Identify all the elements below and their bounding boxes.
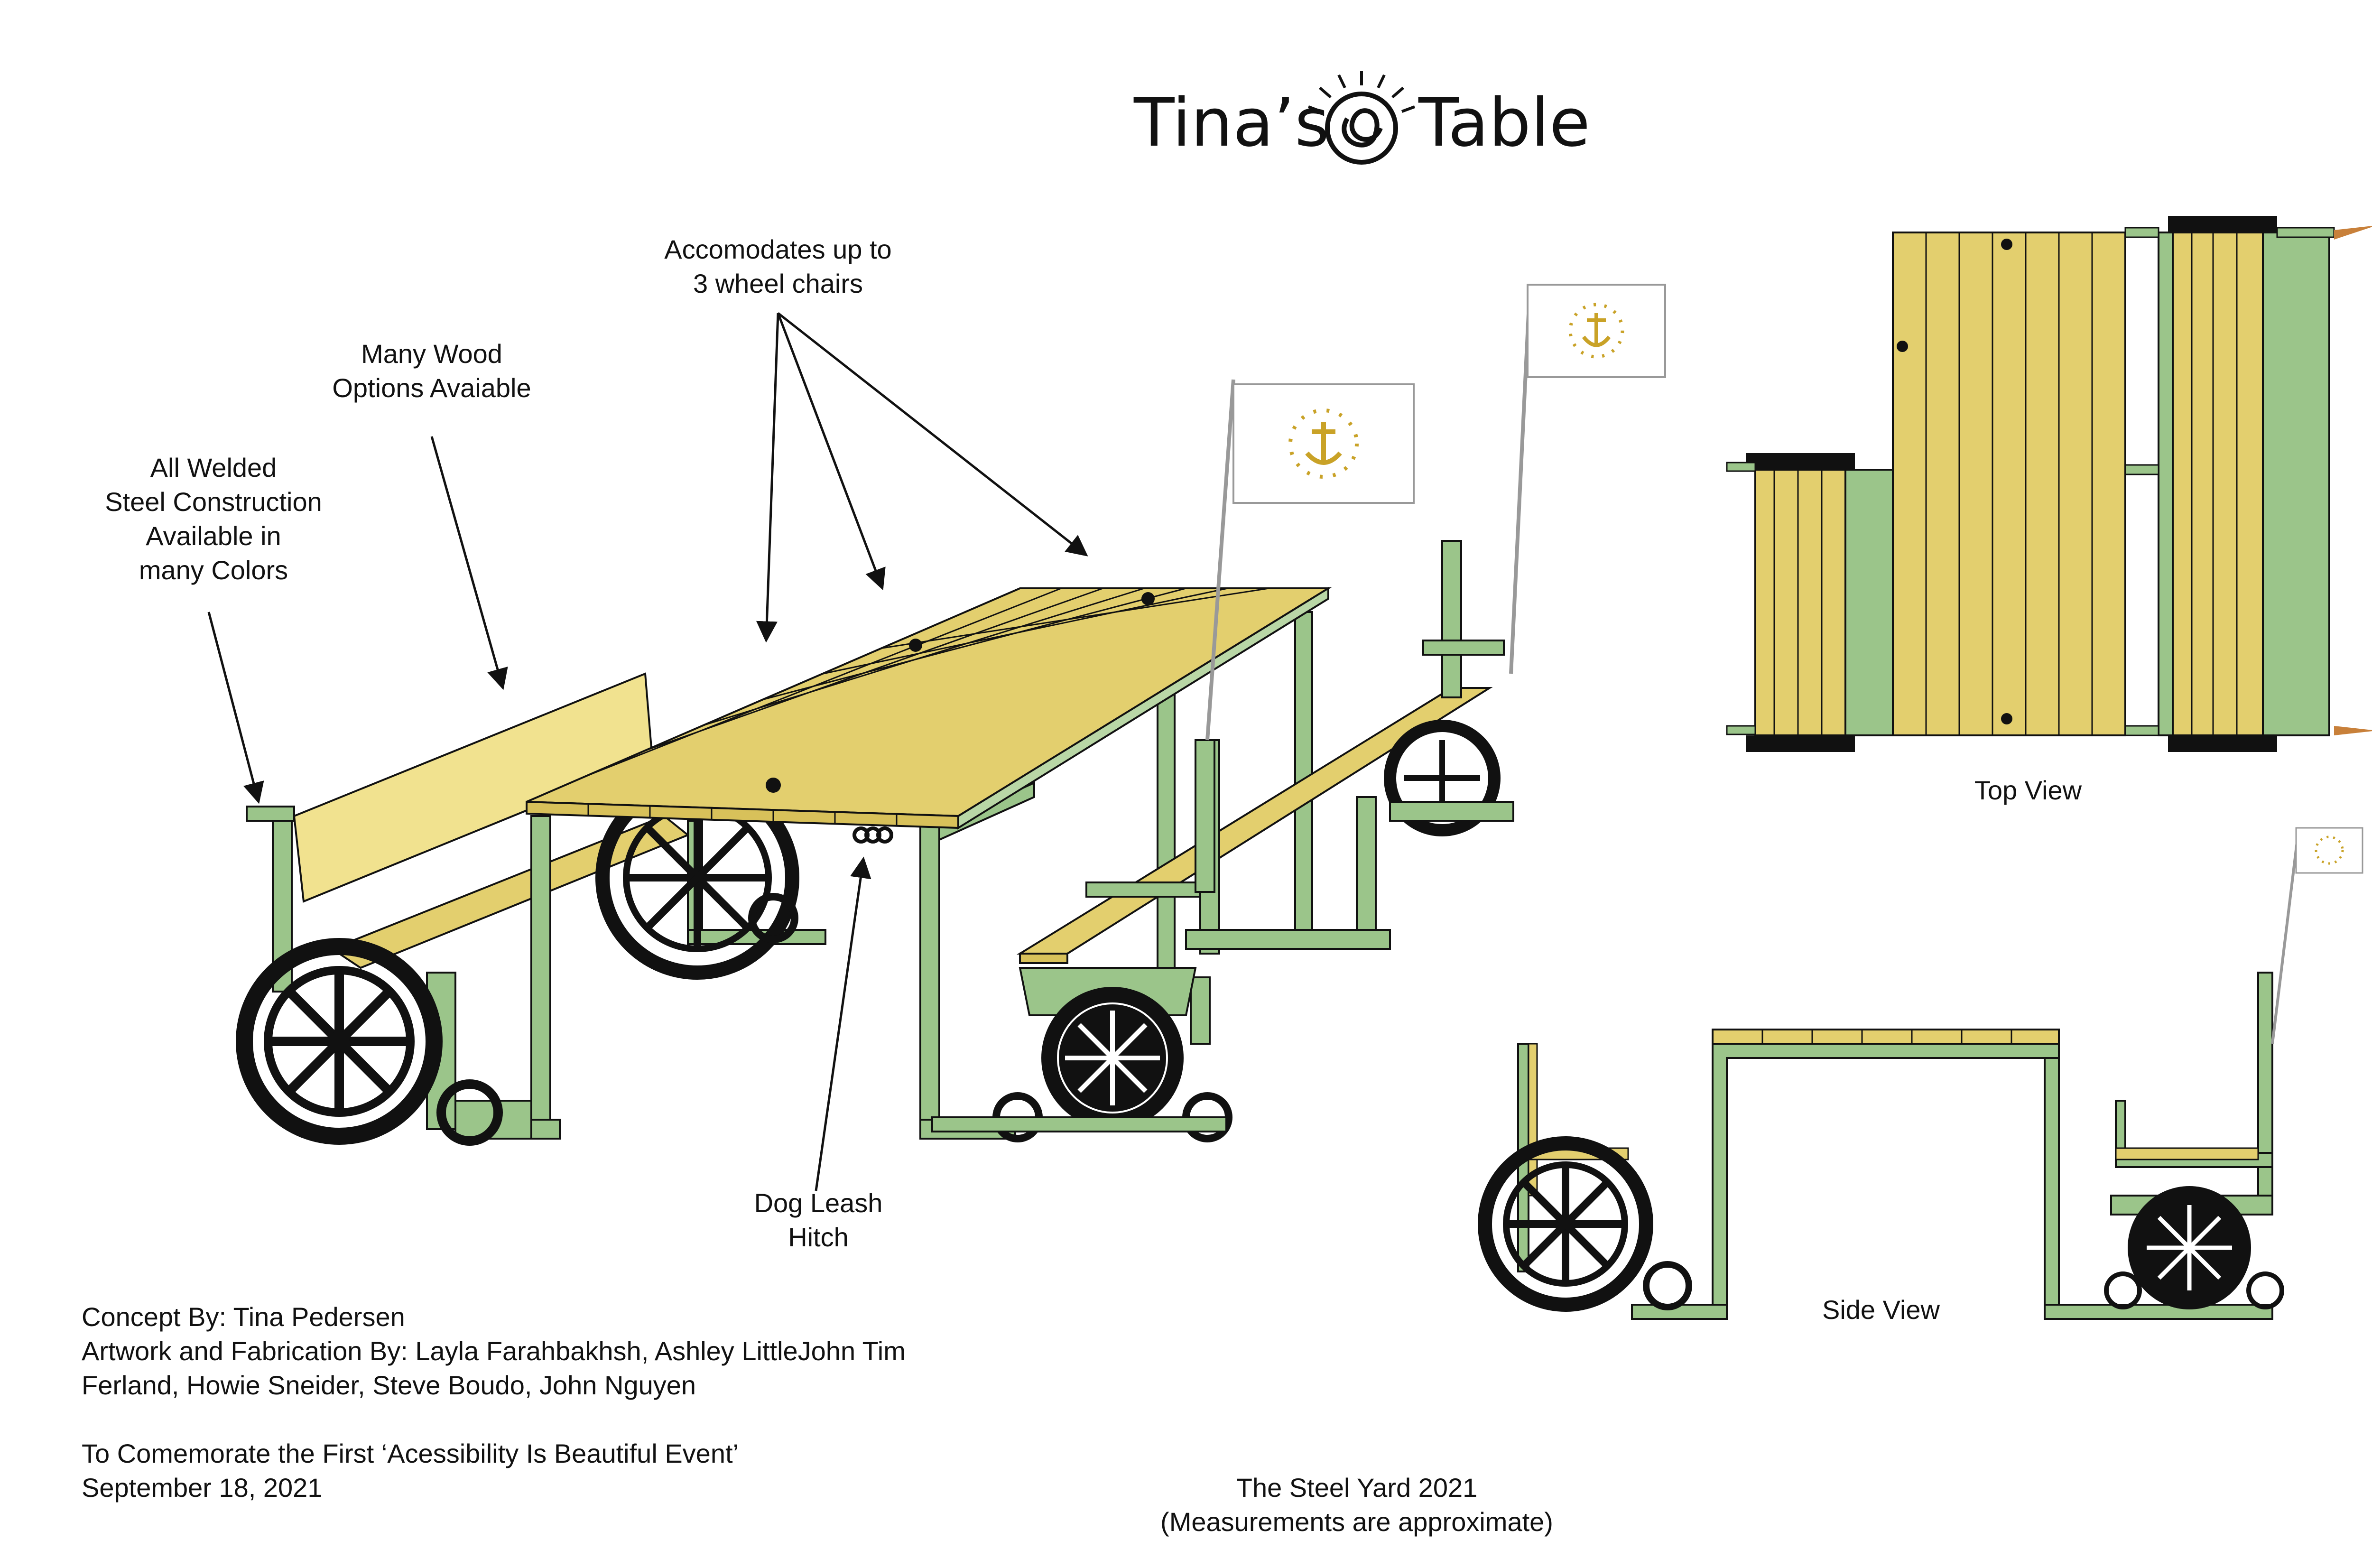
ri-flag-front	[1232, 383, 1415, 504]
credit-date: September 18, 2021	[82, 1473, 323, 1503]
left-chair-wheel	[236, 938, 443, 1145]
ri-flag-back	[1527, 284, 1666, 378]
callout-leash: Dog Leash Hitch	[754, 1188, 883, 1252]
callout-wheelchairs: Accomodates up to 3 wheel chairs	[664, 234, 892, 298]
dog-leash-hitch	[852, 826, 893, 844]
side-view-drawing	[1478, 827, 2363, 1320]
footer-studio: The Steel Yard 2021	[1236, 1473, 1478, 1503]
credit-artwork-1: Artwork and Fabrication By: Layla Farahb…	[82, 1336, 906, 1366]
flag-pole-front	[1205, 379, 1235, 741]
sun-knot-logo-icon	[1307, 71, 1416, 165]
side-view-label: Side View	[1822, 1295, 1940, 1325]
callout-steel: All Welded Steel Construction Available …	[105, 453, 322, 585]
footer-note: (Measurements are approximate)	[1160, 1507, 1553, 1537]
footer: The Steel Yard 2021 (Measurements are ap…	[1101, 1471, 1613, 1539]
title-left: Tina’s	[1134, 84, 1330, 162]
callout-wood: Many Wood Options Avaiable	[332, 339, 531, 403]
left-chair-caster	[436, 1079, 503, 1146]
perspective-view	[236, 284, 1666, 1146]
credits-block: Concept By: Tina Pedersen Artwork and Fa…	[82, 1300, 906, 1505]
top-view-drawing	[1726, 216, 2372, 752]
top-view-label: Top View	[1974, 775, 2082, 805]
credit-artwork-2: Ferland, Howie Sneider, Steve Boudo, Joh…	[82, 1370, 696, 1400]
callout-arrows	[207, 312, 1088, 1191]
credit-event: To Comemorate the First ‘Acessibility Is…	[82, 1438, 739, 1468]
title-right: Table	[1418, 84, 1591, 162]
front-chair-wheel	[1041, 987, 1184, 1129]
table-logo-marks	[766, 592, 1155, 793]
credit-concept: Concept By: Tina Pedersen	[82, 1302, 405, 1332]
